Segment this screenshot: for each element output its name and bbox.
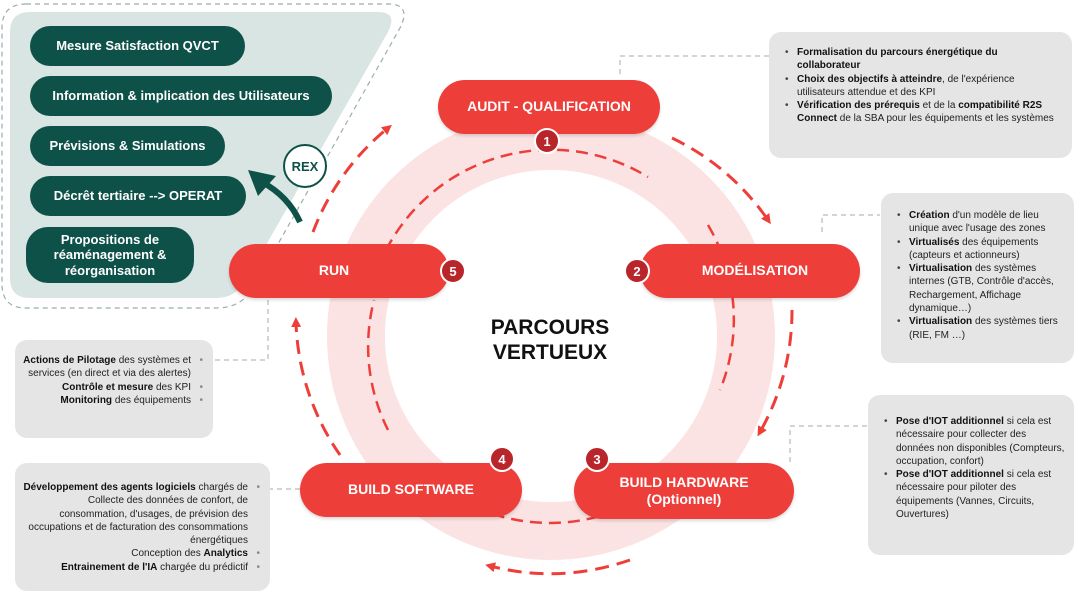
info-modelisation: Création d'un modèle de lieu unique avec… [881, 193, 1074, 363]
list-item: Pose d'IOT additionnel si cela est néces… [884, 468, 1066, 521]
rex-panel-border [1, 3, 405, 309]
list-item: Monitoring des équipements [23, 394, 203, 408]
step-build-hardware-sub: (Optionnel) [646, 491, 722, 507]
green-item-1: Mesure Satisfaction QVCT [30, 26, 245, 66]
center-title: PARCOURS VERTUEUX [455, 315, 645, 365]
list-item: Conception des Analytics [23, 547, 260, 561]
green-item-2: Information & implication des Utilisateu… [30, 76, 332, 116]
arrow-1-2 [671, 136, 771, 225]
green-item-5: Propositions de réaménagement & réorgani… [26, 227, 194, 283]
inner-arc [384, 148, 649, 251]
list-item: Virtualisation des systèmes internes (GT… [897, 262, 1066, 315]
step-4-badge: 4 [489, 446, 515, 472]
step-5-badge: 5 [440, 258, 466, 284]
list-item: Actions de Pilotage des systèmes et serv… [23, 354, 203, 381]
info-audit: Formalisation du parcours énergétique du… [769, 32, 1072, 158]
list-item: Entrainement de l'IA chargée du prédicti… [23, 561, 260, 575]
connector-hw [789, 425, 868, 462]
step-modelisation: MODÉLISATION [640, 244, 860, 298]
step-build-software-label: BUILD SOFTWARE [348, 481, 474, 498]
list-item: Virtualisés des équipements (capteurs et… [897, 236, 1066, 263]
list-item: Pose d'IOT additionnel si cela est néces… [884, 415, 1066, 468]
cycle-inner [385, 170, 717, 502]
step-run-label: RUN [318, 262, 350, 279]
list-item: Contrôle et mesure des KPI [23, 381, 203, 395]
step-1-badge: 1 [534, 128, 560, 154]
info-build-software: Développement des agents logiciels charg… [15, 463, 270, 591]
step-run: RUN [229, 244, 449, 298]
step-modelisation-label: MODÉLISATION [701, 262, 809, 279]
step-build-hardware-label: BUILD HARDWARE [619, 473, 749, 490]
list-item: Vérification des prérequis et de la comp… [785, 99, 1060, 126]
inner-arc-left [366, 299, 390, 431]
step-audit: AUDIT - QUALIFICATION [438, 80, 660, 134]
green-item-4: Décrêt tertiaire --> OPERAT [30, 176, 246, 216]
step-3-badge: 3 [584, 446, 610, 472]
connector-model [821, 214, 880, 232]
list-item: Choix des objectifs à atteindre, de l'ex… [785, 73, 1060, 100]
step-2-badge: 2 [624, 258, 650, 284]
step-build-hardware: BUILD HARDWARE (Optionnel) [574, 463, 794, 519]
list-item: Virtualisation des systèmes tiers (RIE, … [897, 315, 1066, 342]
green-item-3: Prévisions & Simulations [30, 126, 225, 166]
arrow-2-3 [757, 309, 794, 437]
step-audit-label: AUDIT - QUALIFICATION [467, 98, 631, 115]
connector-audit [619, 55, 770, 74]
info-build-hardware: Pose d'IOT additionnel si cela est néces… [868, 395, 1074, 555]
connector-run [212, 300, 269, 361]
arrow-4-5 [291, 317, 342, 456]
arrow-5-1 [311, 124, 392, 233]
rex-badge: REX [283, 144, 327, 188]
list-item: Développement des agents logiciels charg… [23, 481, 260, 547]
center-title-line1: PARCOURS [490, 316, 610, 339]
info-run: Actions de Pilotage des systèmes et serv… [15, 340, 213, 438]
arrow-3-4 [485, 558, 631, 576]
center-title-line2: VERTUEUX [492, 341, 608, 365]
list-item: Création d'un modèle de lieu unique avec… [897, 209, 1066, 236]
step-build-software: BUILD SOFTWARE [300, 463, 522, 517]
list-item: Formalisation du parcours énergétique du… [785, 46, 1060, 73]
